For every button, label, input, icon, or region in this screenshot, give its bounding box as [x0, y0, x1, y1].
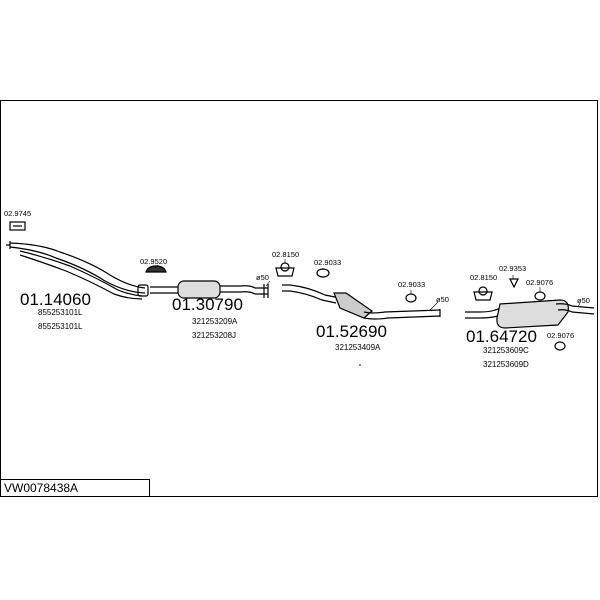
accessory-label-9520: 02.9520 [140, 257, 167, 266]
accessory-label-9353: 02.9353 [499, 264, 526, 273]
ref-front-pipe-1: 855253101L [38, 308, 83, 317]
mounting-rubber-icon [145, 265, 167, 273]
accessory-label-9033-1: 02.9033 [314, 258, 341, 267]
accessory-label-9076-2: 02.9076 [547, 331, 574, 340]
accessory-label-9076-1: 02.9076 [526, 278, 553, 287]
accessory-label-9745: 02.9745 [4, 209, 31, 218]
middle-silencer-1-drawing [150, 280, 269, 299]
ref-middle-silencer-2-1: 321253409A [335, 343, 381, 352]
accessory-label-8150-1: 02.8150 [272, 250, 299, 259]
rear-silencer-drawing [465, 299, 595, 329]
front-pipe-drawing [6, 241, 149, 300]
part-number-rear-silencer: 01.64720 [466, 327, 537, 346]
ref-rear-silencer-1: 321253609C [483, 346, 529, 355]
dot-mark [359, 364, 361, 366]
ref-front-pipe-2: 855253101L [38, 322, 83, 331]
diagram-code-box: VW0078438A [0, 479, 150, 497]
ring-icon-3 [534, 291, 546, 301]
ring-icon-2 [405, 293, 417, 303]
part-number-middle-silencer-2: 01.52690 [316, 322, 387, 341]
mounting-rubber-icon-2 [509, 278, 519, 289]
accessory-label-8150-2: 02.8150 [470, 273, 497, 282]
diameter-label-3: ø50 [577, 296, 590, 305]
middle-silencer-2-drawing [282, 284, 441, 320]
ring-icon-4 [554, 341, 566, 351]
accessory-label-9033-2: 02.9033 [398, 280, 425, 289]
diagram-code: VW0078438A [4, 481, 79, 495]
diameter-label-2: ø50 [436, 295, 449, 304]
ring-icon-1 [316, 268, 330, 278]
ref-rear-silencer-2: 321253609D [483, 360, 529, 369]
hanger-icon-2 [473, 286, 493, 301]
ref-middle-silencer-1-1: 321253209A [192, 317, 238, 326]
leader-lines [154, 259, 581, 311]
diagram-frame [0, 100, 598, 497]
clamp-icon [9, 221, 26, 231]
part-number-front-pipe: 01.14060 [20, 290, 91, 309]
part-number-middle-silencer-1: 01.30790 [172, 295, 243, 314]
hanger-icon-1 [275, 262, 295, 277]
diameter-label-1: ø50 [256, 273, 269, 282]
ref-middle-silencer-1-2: 321253208J [192, 331, 236, 340]
